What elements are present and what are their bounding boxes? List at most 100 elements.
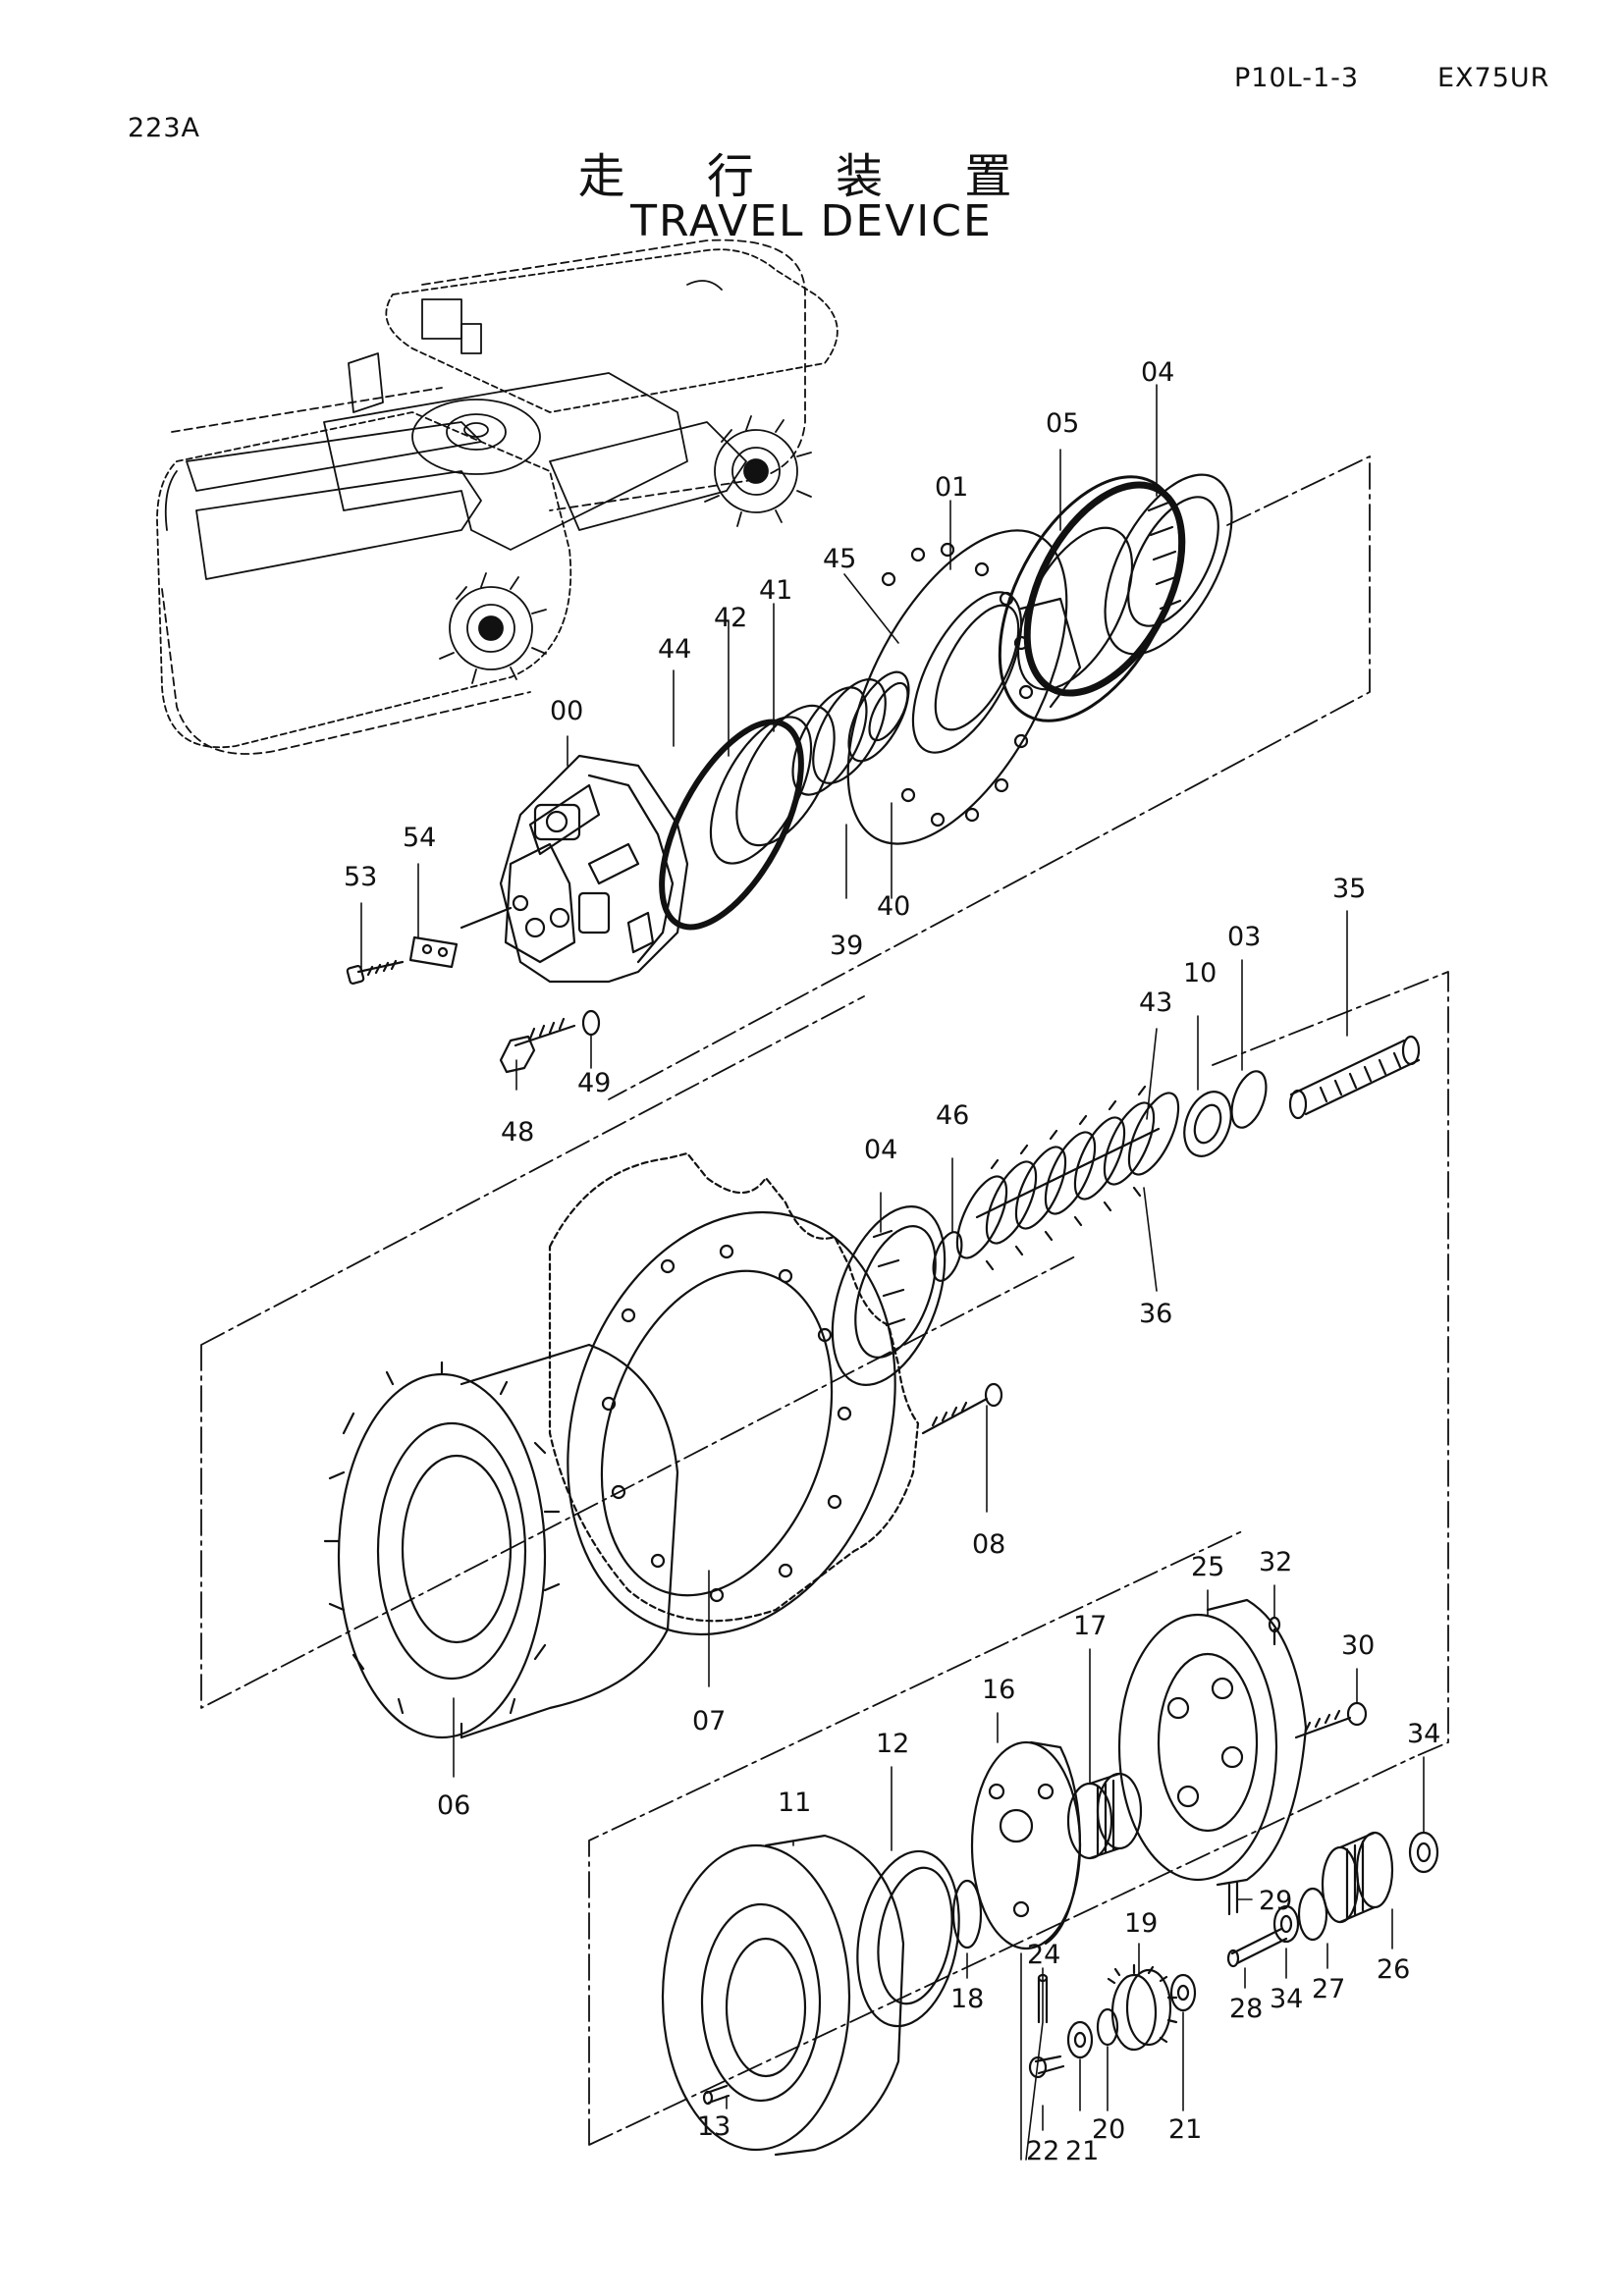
shaft-35 [1288, 1035, 1421, 1120]
pin-13 [702, 2084, 730, 2106]
callout-07: 07 [692, 1706, 726, 1736]
o-ring-44 [659, 719, 804, 931]
track-frame-upper [385, 248, 839, 413]
bolt-48 [499, 1017, 576, 1074]
spacer-10 [1183, 1091, 1232, 1157]
title-japanese: 走 行 装 置 [577, 149, 1046, 204]
callout-46: 46 [936, 1100, 969, 1131]
callout-04b: 04 [864, 1135, 897, 1165]
shaft-22 [1028, 2055, 1065, 2079]
track-belt-left [161, 387, 531, 755]
callout-48: 48 [501, 1117, 534, 1148]
callout-27: 27 [1312, 1974, 1345, 2004]
bolt-32 [1268, 1616, 1281, 1646]
bearing-04-middle [831, 1205, 947, 1386]
callout-49: 49 [577, 1068, 611, 1098]
sun-gear-17 [1066, 1772, 1143, 1860]
track-belt-right [421, 239, 806, 511]
section-boundaries [200, 455, 1449, 2146]
swing-bearing-hub [463, 422, 489, 438]
callout-20: 20 [1092, 2114, 1125, 2145]
bearing-04-upper [1104, 473, 1233, 656]
washer-34-left [1272, 1904, 1300, 1944]
washer-34-right [1408, 1831, 1439, 1874]
boundary-middle [200, 971, 1449, 1758]
callout-17: 17 [1073, 1611, 1107, 1641]
callout-36: 36 [1139, 1299, 1172, 1329]
callout-35: 35 [1332, 874, 1366, 904]
boundary-lower [588, 1530, 1415, 2146]
callout-00: 00 [550, 696, 583, 726]
carrier-16 [970, 1740, 1082, 1950]
model-number: EX75UR [1437, 63, 1550, 93]
side-frame-bar-2 [195, 470, 482, 580]
leader-lines [360, 384, 1425, 2161]
callout-13: 13 [697, 2111, 730, 2142]
callout-18: 18 [950, 1984, 984, 2014]
bracket-b [460, 323, 482, 354]
callout-03: 03 [1227, 922, 1261, 952]
undercarriage-illustration [156, 239, 839, 755]
plate-42 [709, 716, 813, 865]
callout-40: 40 [877, 891, 910, 922]
drum-11 [661, 1834, 905, 2157]
page-reference: 223A [128, 113, 201, 143]
callout-06: 06 [437, 1790, 470, 1821]
callout-16: 16 [982, 1675, 1015, 1705]
callout-21-left: 21 [1065, 2136, 1099, 2166]
sheet-code: P10L-1-3 [1234, 63, 1360, 93]
ring-gear-12 [856, 1849, 960, 2028]
swing-bearing-inner [446, 413, 507, 451]
bearing-20 [1096, 2007, 1119, 2047]
callout-44: 44 [658, 634, 691, 665]
callout-53: 53 [344, 862, 377, 892]
plate-54 [408, 935, 459, 969]
planet-gear-19 [1107, 1963, 1178, 2052]
callout-08: 08 [972, 1529, 1005, 1560]
side-frame-bar [186, 421, 482, 492]
snap-ring-03 [1230, 1070, 1268, 1129]
washer-21-right [1169, 1973, 1197, 2012]
center-body [323, 372, 688, 551]
callout-01: 01 [935, 472, 968, 503]
callout-34-left: 34 [1270, 1984, 1303, 2014]
shaft-28 [1226, 1927, 1288, 1968]
bracket-a [421, 298, 462, 340]
title-english: TRAVEL DEVICE [630, 196, 993, 246]
floating-seal-05 [998, 475, 1186, 722]
callout-34-right: 34 [1407, 1719, 1440, 1749]
callout-39: 39 [830, 931, 863, 961]
callout-22: 22 [1026, 2136, 1059, 2166]
callout-24: 24 [1027, 1940, 1060, 1970]
snap-ring-18 [951, 1879, 983, 1949]
housing-06 [323, 1343, 679, 1739]
callout-25: 25 [1191, 1552, 1224, 1582]
callout-numbers: 04 05 01 45 41 42 44 00 54 53 39 40 49 4… [344, 357, 1440, 2166]
travel-motor [460, 754, 689, 984]
callout-11: 11 [778, 1788, 811, 1818]
cover-25 [1117, 1598, 1308, 1887]
sprocket-right [704, 415, 812, 527]
bracket-c [348, 352, 384, 413]
callout-10: 10 [1183, 958, 1217, 988]
callout-42: 42 [714, 603, 747, 633]
bolt-53 [346, 959, 405, 985]
disc-stack-36-43 [955, 1085, 1180, 1271]
spacer-27 [1297, 1887, 1328, 1942]
callout-30: 30 [1341, 1630, 1375, 1661]
sprocket-left [439, 572, 547, 684]
callout-41: 41 [759, 575, 792, 606]
callout-26: 26 [1377, 1954, 1410, 1985]
brake-assembly-39-40 [791, 670, 910, 796]
washer-49 [581, 1009, 601, 1037]
callout-19: 19 [1124, 1908, 1158, 1939]
pin-29 [1227, 1881, 1239, 1916]
callout-54: 54 [403, 823, 436, 853]
callout-12: 12 [876, 1729, 909, 1759]
washer-21-left [1066, 2020, 1094, 2059]
snap-ring-46 [932, 1231, 963, 1282]
plate-41 [735, 704, 836, 847]
callout-43: 43 [1139, 988, 1172, 1018]
callout-32: 32 [1259, 1547, 1292, 1577]
